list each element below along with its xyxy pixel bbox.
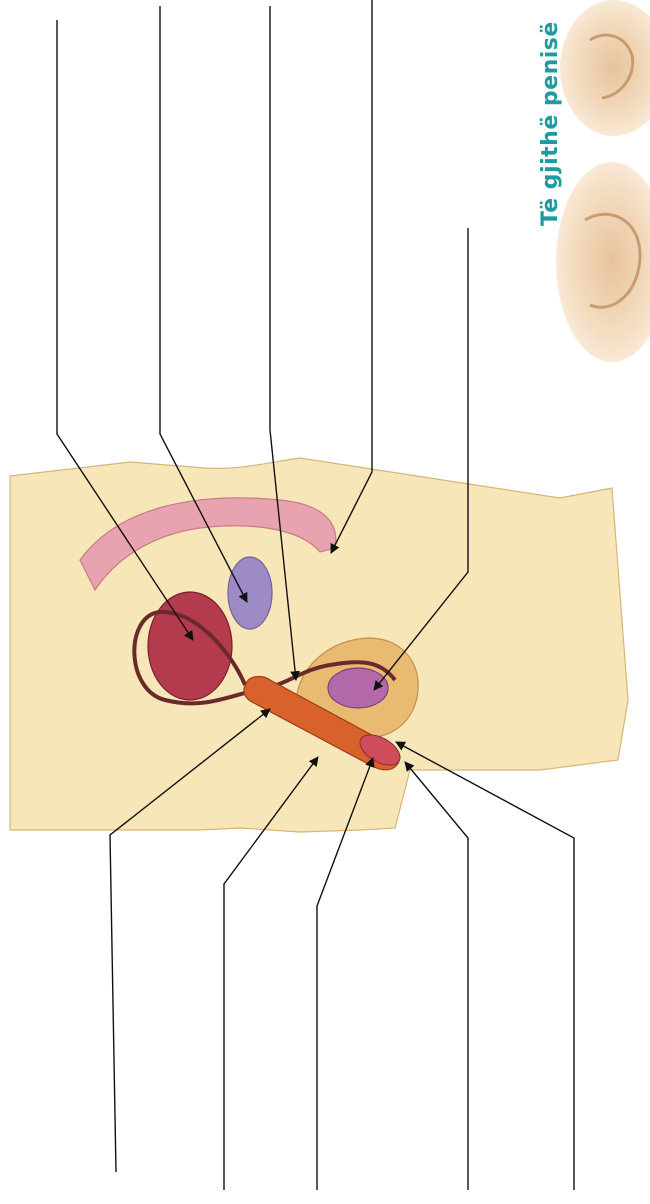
testis-shape [328, 668, 388, 708]
pubic-bone-shape [228, 557, 272, 629]
label-line-foreskin[interactable] [405, 762, 468, 1190]
penis-thumbnail-1-icon [560, 0, 650, 136]
penis-thumbnail-2-icon [556, 162, 650, 362]
label-line-scrotum[interactable] [396, 742, 574, 1190]
side-caption: Të gjithë penisë [538, 21, 563, 226]
